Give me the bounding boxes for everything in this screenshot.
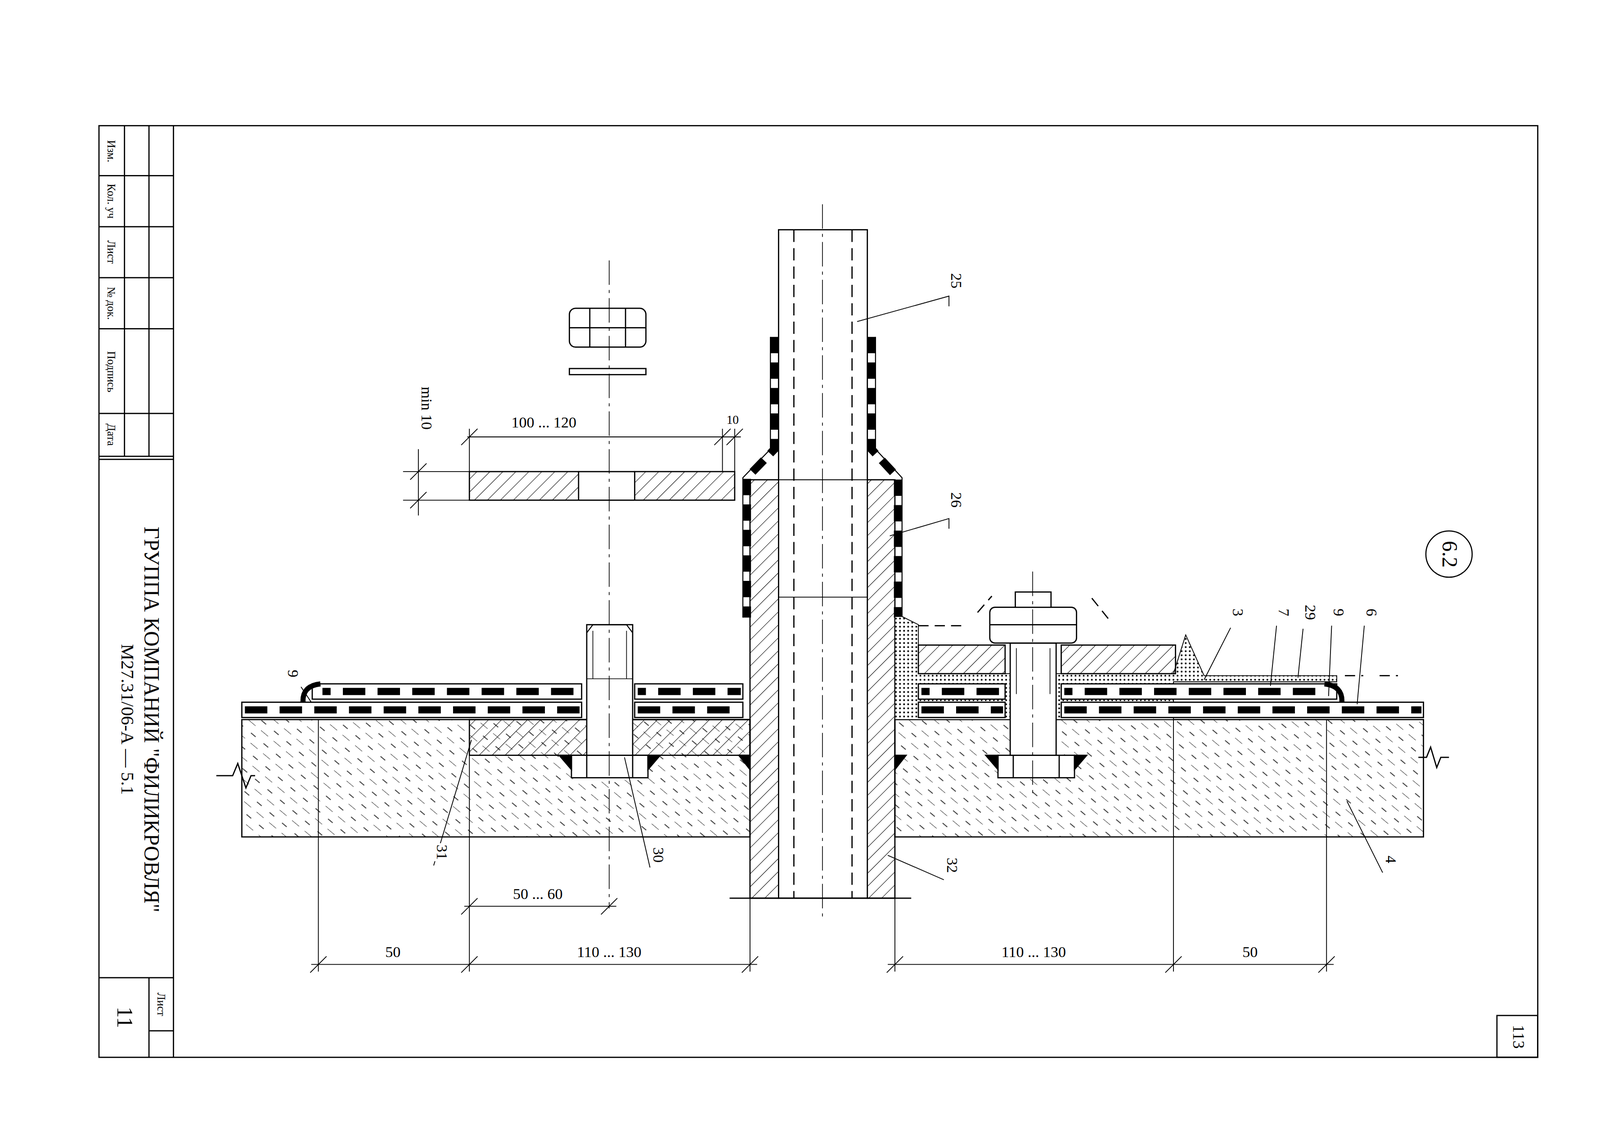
callout-number: 29	[1302, 603, 1318, 622]
callout-number: 32	[944, 856, 960, 875]
title-block-text: Лист	[155, 990, 167, 1017]
callout-number: 4	[1383, 853, 1399, 865]
callout-number: 7	[1276, 606, 1292, 618]
circle-border	[1425, 530, 1473, 578]
dimension-text: 100 ... 120	[510, 414, 579, 431]
dimension-text: 10	[725, 414, 741, 427]
dimension-text: 110 ... 130	[575, 944, 643, 960]
title-block-text: ГРУППА КОМПАНИЙ "ФИЛИКРОВЛЯ"	[140, 525, 162, 914]
detail-number: 6.2	[1438, 540, 1461, 568]
sheet-number: 113	[1510, 1023, 1527, 1051]
callout-number: 25	[948, 271, 964, 290]
title-block-text: Кол. уч	[105, 182, 117, 220]
title-block-text: Изм.	[105, 138, 117, 164]
title-block-text: 11	[113, 1005, 136, 1030]
dimension-text: min 10	[418, 385, 435, 431]
title-block-text: Лист	[105, 238, 117, 266]
dimension-text: 110 ... 130	[1000, 944, 1068, 960]
title-block-text: Подпись	[105, 349, 117, 394]
callout-number: 9	[1330, 606, 1347, 618]
callout-circle: 6.2	[1424, 529, 1474, 579]
callout-number: 9	[285, 668, 301, 679]
dimension-text: 50	[1240, 944, 1259, 960]
title-block-text: Дата	[105, 422, 117, 448]
title-block-text: № док.	[105, 285, 117, 322]
callout-number: 26	[948, 490, 964, 509]
title-block-text: М27.31/06-А — 5.1	[118, 642, 137, 797]
dimension-text: 50	[383, 944, 402, 960]
callout-number: 31	[434, 843, 450, 862]
dimension-text: 50 ... 60	[511, 886, 565, 902]
callout-number: 6	[1363, 606, 1380, 618]
callout-number: 3	[1230, 606, 1246, 618]
callout-number: 30	[650, 845, 666, 864]
